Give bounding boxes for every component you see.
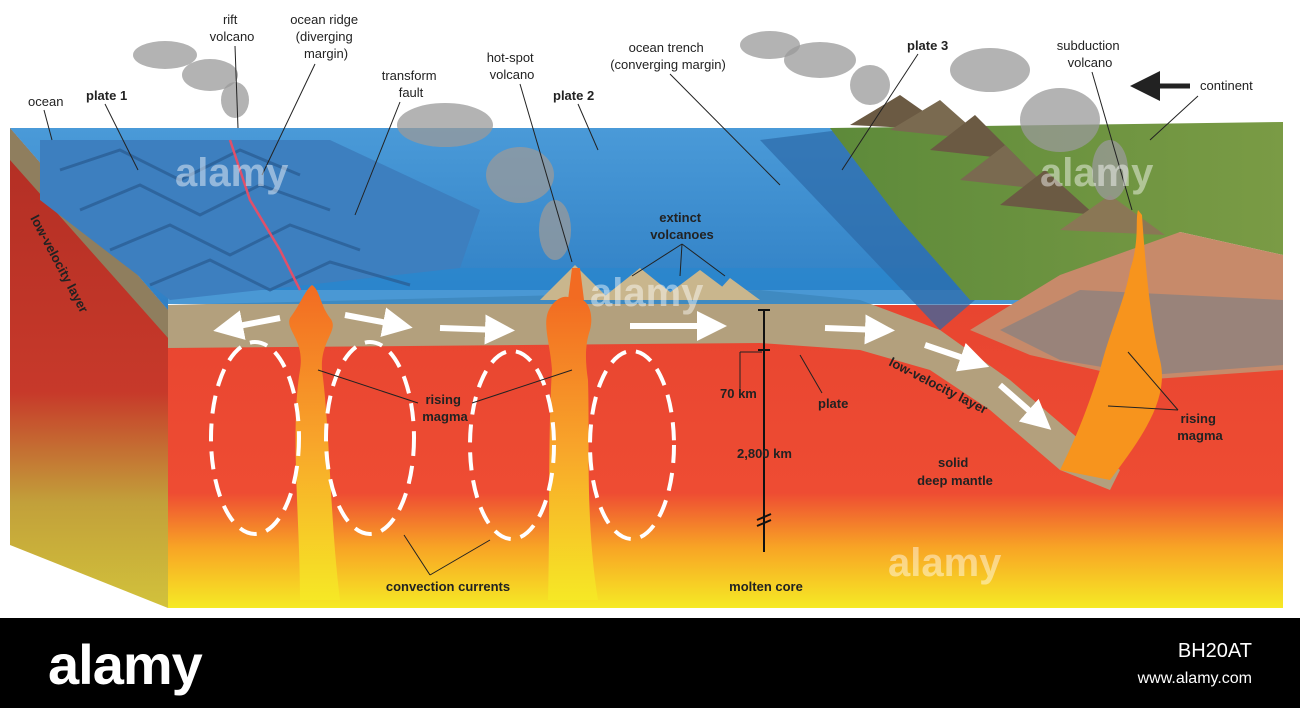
footer-url[interactable]: www.alamy.com [1137,670,1252,687]
label-solid-deep-mantle: solid deep mantle [917,455,993,488]
label-rising-magma-right: rising magma [1177,411,1223,443]
label-ocean-trench: ocean trench (converging margin) [610,40,726,72]
label-plate-1: plate 1 [86,88,127,103]
label-depth-70: 70 km [720,386,757,401]
ocean-ridge-floor [40,140,480,300]
block-side-face [10,128,168,608]
volcanic-smoke [133,31,1128,260]
watermark-text: alamy [175,151,289,195]
rising-magma-plume-center [546,296,598,600]
watermark-text: alamy [888,541,1002,585]
image-code: BH20AT [1177,640,1252,662]
label-transform-fault: transform fault [382,68,441,100]
label-rising-magma-left: rising magma [422,392,468,424]
continent-land [830,122,1283,300]
mountains [850,95,1165,235]
diagram-svg: rift volcano ocean ridge (diverging marg… [10,12,1283,608]
label-molten-core: molten core [729,579,803,594]
depth-scale [756,309,772,552]
watermarks: alamy alamy alamy alamy [175,151,1154,585]
extinct-volcanoes-cones [540,265,760,300]
ocean-trench [760,130,1010,330]
leader-lines [43,45,1199,576]
label-hot-spot-volcano: hot-spot volcano [487,50,538,82]
subduction-magma [1060,210,1162,480]
label-depth-2800: 2,800 km [737,446,792,461]
label-subduction-volcano: subduction volcano [1057,38,1124,70]
label-plate-3: plate 3 [907,38,948,53]
label-convection-currents: convection currents [386,579,510,594]
hot-spot-volcano-vent [568,268,584,300]
label-plate-2: plate 2 [553,88,594,103]
convection-current-loops [209,340,676,541]
label-rift-volcano: rift volcano [210,12,255,44]
ridge-crests [59,148,411,292]
watermark-text: alamy [1040,151,1154,195]
footer-logo[interactable]: alamy [48,633,203,696]
footer-bar: alamy BH20AT www.alamy.com [0,618,1300,708]
label-ocean-ridge: ocean ridge (diverging margin) [290,12,362,61]
label-plate: plate [818,396,848,411]
label-continent: continent [1200,78,1253,93]
watermark-text: alamy [590,271,704,315]
rising-magma-plume-left [289,285,340,600]
plate-motion-arrows [213,307,1052,430]
label-ocean: ocean [28,94,63,109]
ridge-rift-line [228,139,302,291]
label-extinct-volcanoes: extinct volcanoes [650,210,714,242]
